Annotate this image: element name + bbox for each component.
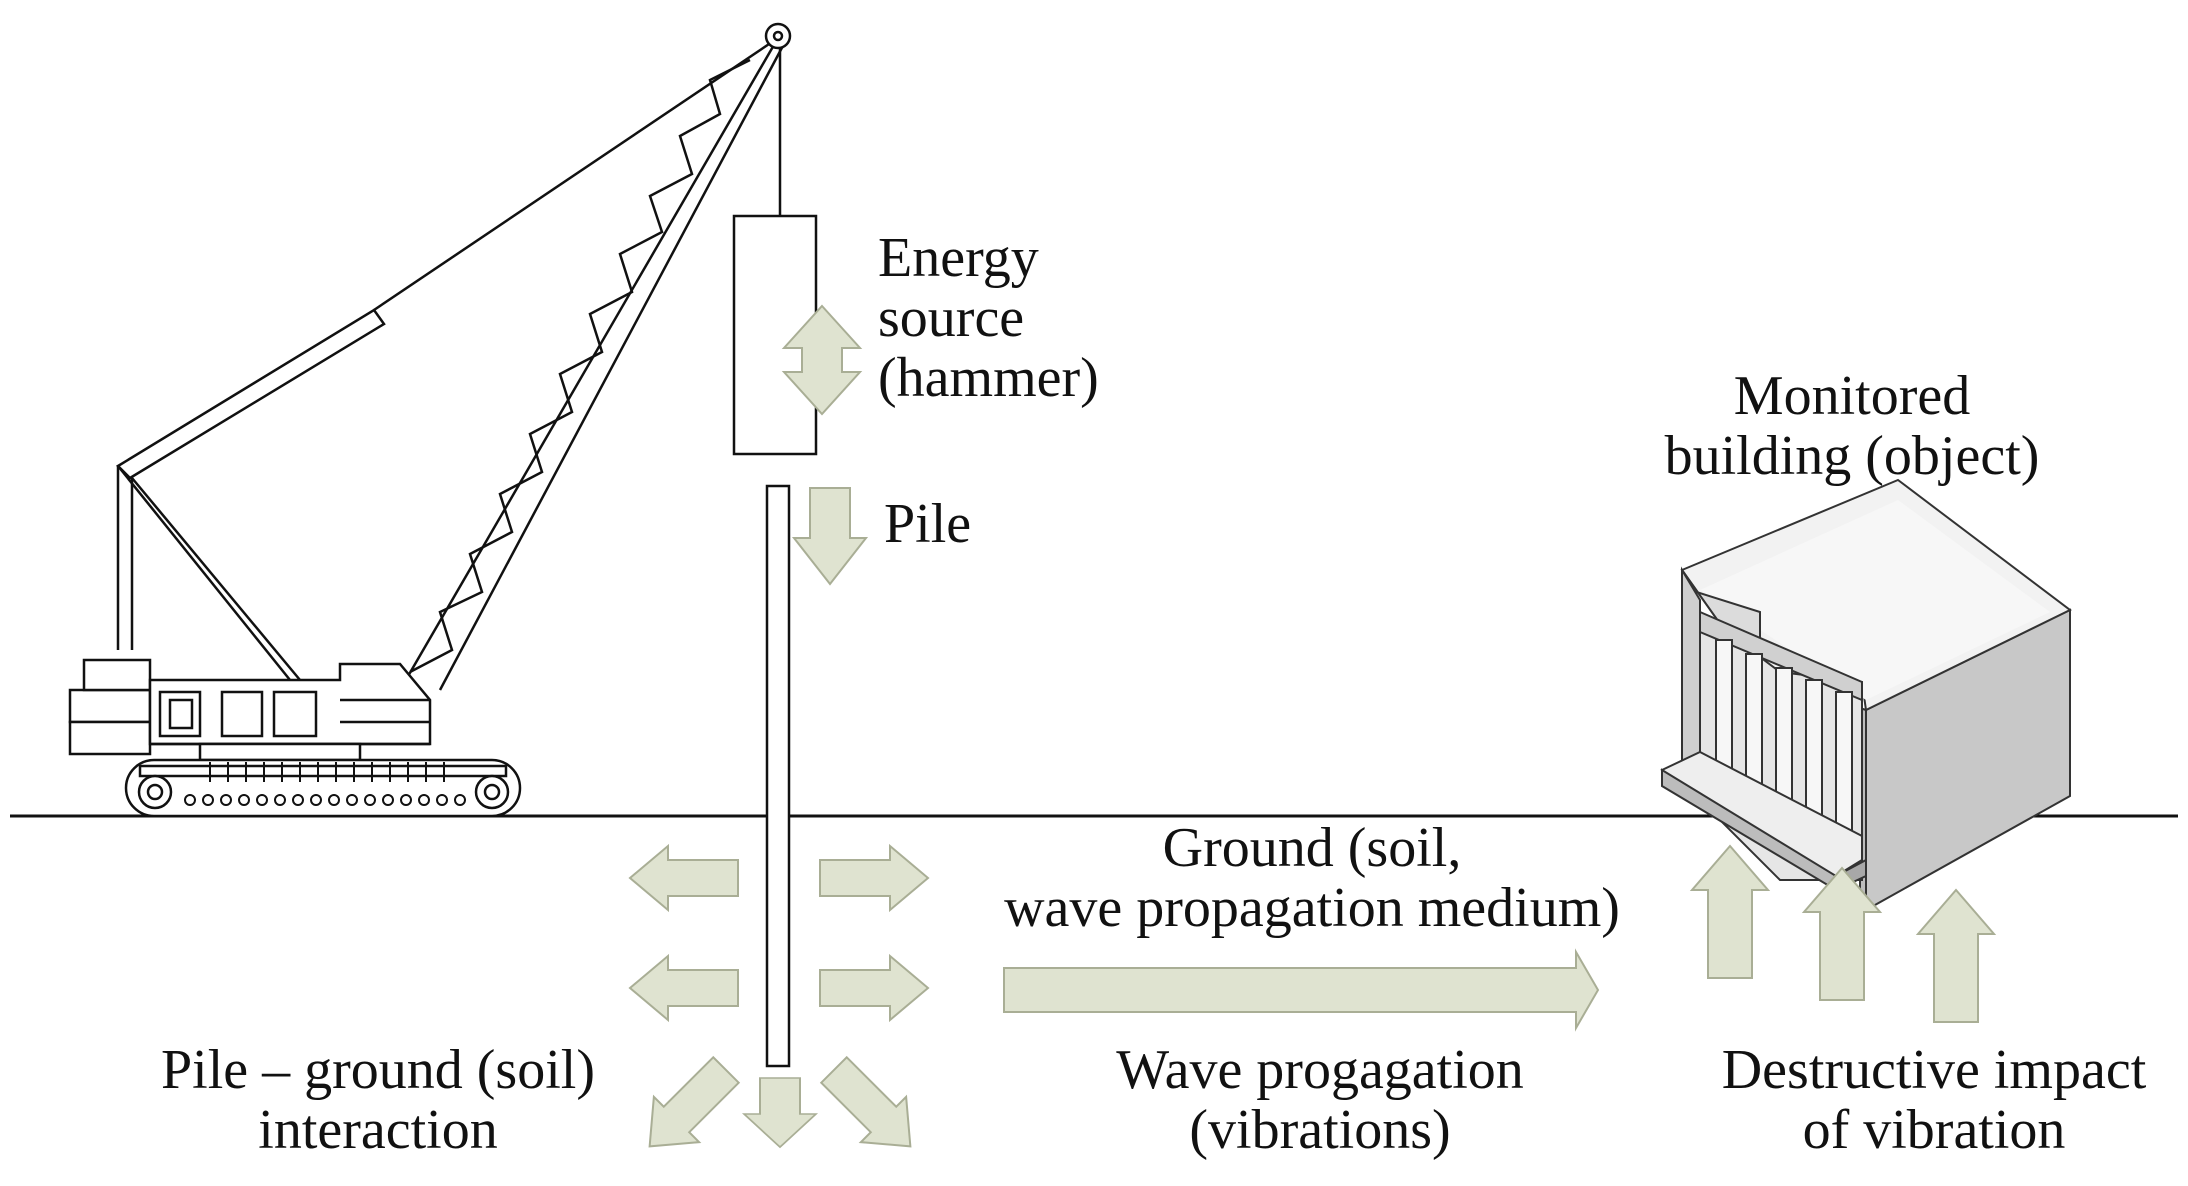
hammer-double-arrow (781, 304, 863, 416)
monitored-building-icon (1660, 478, 2072, 912)
pile-ground-interaction-label: Pile – ground (soil) interaction (161, 1040, 595, 1160)
wave-propagation-arrow (1003, 948, 1600, 1032)
destructive-impact-line-1: Destructive impact (1721, 1039, 2147, 1101)
monitored-building-line-2: building (object) (1664, 425, 2040, 487)
ground-line-1: Ground (soil, (1162, 817, 1462, 879)
crane-icon (68, 22, 792, 818)
pile (765, 484, 791, 1068)
interaction-arrow-down (743, 1077, 817, 1149)
pile-ground-interaction-line-1: Pile – ground (soil) (161, 1039, 595, 1101)
wave-propagation-label: Wave progagation (vibrations) (1116, 1040, 1524, 1160)
pile-ground-interaction-line-2: interaction (258, 1099, 498, 1161)
interaction-arrow-left-upper (629, 845, 739, 911)
ground-line-2: wave propagation medium) (1004, 877, 1620, 939)
impact-arrow-1 (1691, 845, 1769, 979)
pile-label: Pile (884, 493, 972, 555)
energy-source-line-1: Energy (878, 227, 1039, 289)
ground-label: Ground (soil, wave propagation medium) (1004, 818, 1620, 938)
destructive-impact-line-2: of vibration (1802, 1099, 2066, 1161)
destructive-impact-label: Destructive impact of vibration (1722, 1040, 2147, 1160)
wave-propagation-line-2: (vibrations) (1189, 1099, 1451, 1161)
wave-propagation-line-1: Wave progagation (1116, 1039, 1524, 1101)
monitored-building-line-1: Monitored (1733, 365, 1971, 427)
energy-source-line-3: (hammer) (878, 347, 1099, 409)
impact-arrow-3 (1917, 889, 1995, 1023)
interaction-arrow-right-upper (819, 845, 929, 911)
pile-driving-arrow (793, 487, 867, 585)
energy-source-label: Energy source (hammer) (878, 228, 1099, 408)
monitored-building-label: Monitored building (object) (1665, 366, 2040, 486)
interaction-arrow-down-right (810, 1046, 934, 1170)
interaction-arrow-down-left (626, 1046, 750, 1170)
energy-source-line-2: source (878, 287, 1025, 349)
interaction-arrow-left-lower (629, 955, 739, 1021)
interaction-arrow-right-lower (819, 955, 929, 1021)
